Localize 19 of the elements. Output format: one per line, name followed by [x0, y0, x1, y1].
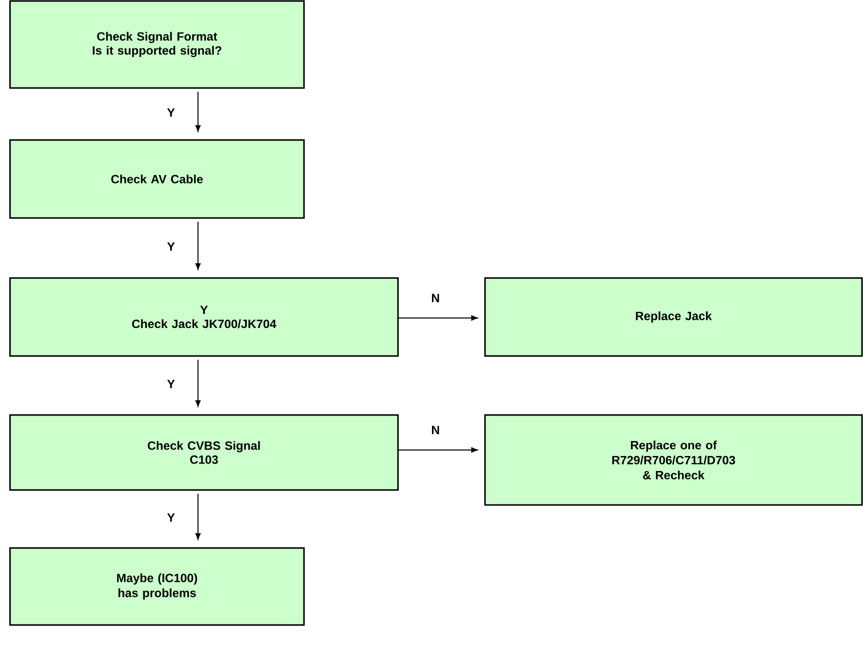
process-box: Check AV Cable [9, 139, 305, 219]
arrow [398, 447, 478, 453]
edge-label: Y [167, 513, 175, 522]
process-box: Replace one of R729/R706/C711/D703 & Recheck [484, 414, 863, 506]
process-box: Check CVBS Signal C103 [9, 414, 399, 491]
process-box: Maybe (IC100) has problems [9, 547, 305, 626]
arrow [195, 221, 201, 270]
edge-label: Y [167, 242, 175, 251]
process-box: Replace Jack [484, 277, 863, 357]
process-box: Check Signal Format Is it supported signal? [9, 0, 305, 89]
edge-label: N [432, 426, 440, 434]
arrow [195, 493, 201, 540]
edge-label: Y [167, 380, 175, 388]
arrow [195, 91, 201, 132]
process-box: Y Check Jack JK700/JK704 [9, 277, 399, 357]
edge-label: Y [167, 108, 175, 117]
edge-label: N [432, 294, 440, 302]
arrow [195, 359, 201, 407]
arrow [398, 315, 478, 321]
